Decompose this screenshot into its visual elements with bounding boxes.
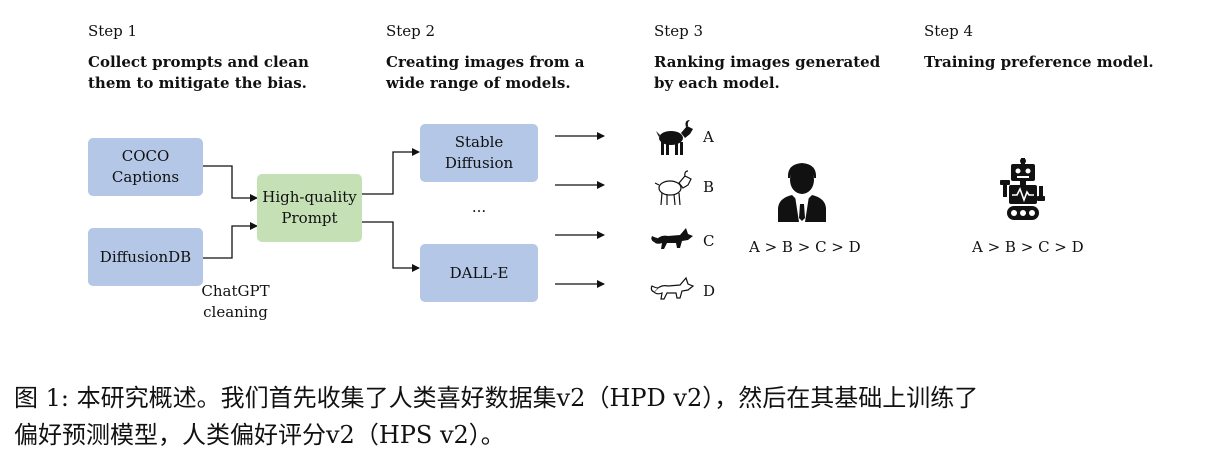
dalle-box: DALL-E [420,244,538,302]
step-1-label: Step 1 [88,22,138,40]
step-1-desc-line-2: them to mitigate the bias. [88,74,307,92]
stable-line-1: Stable [454,133,504,151]
step-4-description: Training preference model. [924,52,1154,73]
prompt-line-1: High-quality [262,188,357,206]
cleaning-line-2: cleaning [203,303,268,321]
stable-diffusion-box: Stable Diffusion [420,124,538,182]
dalle-label: DALL-E [449,263,509,282]
step-4-label: Step 4 [924,22,974,40]
prompt-line-2: Prompt [281,209,338,227]
step-1-description: Collect prompts and clean them to mitiga… [88,52,309,94]
chatgpt-cleaning-label: ChatGPT cleaning [178,281,293,323]
arrow-prompt-to-dalle [362,221,420,272]
diffusiondb-label: DiffusionDB [99,247,192,266]
person-icon [778,163,826,222]
models-ellipsis: ... [471,198,487,216]
coco-captions-box: COCO Captions [88,138,203,196]
image-label-d: D [703,282,716,300]
arrow-coco-to-prompt [203,165,258,202]
step-2-desc-line-2: wide range of models. [386,74,571,92]
step-2-label: Step 2 [386,22,436,40]
figure-caption: 图 1: 本研究概述。我们首先收集了人类喜好数据集v2（HPD v2），然后在其… [14,380,1209,454]
wolf-icon [650,276,695,300]
caption-line-2: 偏好预测模型，人类偏好评分v2（HPS v2）。 [14,421,505,449]
step-2-desc-line-1: Creating images from a [386,53,585,71]
goat-icon [656,120,693,155]
image-label-c: C [703,232,715,250]
step-2-description: Creating images from a wide range of mod… [386,52,585,94]
step-3-label: Step 3 [654,22,704,40]
model-ranking: A > B > C > D [972,238,1084,256]
lamb-icon [654,170,692,206]
arrow-diffusiondb-to-prompt [203,222,258,259]
coco-line-1: COCO [121,147,170,165]
caption-line-1: 图 1: 本研究概述。我们首先收集了人类喜好数据集v2（HPD v2），然后在其… [14,384,979,412]
step-4-desc-line-1: Training preference model. [924,53,1154,71]
human-ranking: A > B > C > D [749,238,861,256]
step-3-desc-line-2: by each model. [654,74,780,92]
high-quality-prompt-box: High-quality Prompt [257,174,362,242]
image-label-a: A [703,128,714,146]
robot-icon [1000,158,1045,220]
image-label-b: B [703,178,715,196]
fox-icon [651,228,693,249]
step-3-desc-line-1: Ranking images generated [654,53,881,71]
diffusiondb-box: DiffusionDB [88,228,203,286]
arrow-prompt-to-stable [362,148,420,195]
coco-line-2: Captions [111,168,180,186]
cleaning-line-1: ChatGPT [201,282,270,300]
step-3-description: Ranking images generated by each model. [654,52,880,94]
step-1-desc-line-1: Collect prompts and clean [88,53,309,71]
stable-line-2: Diffusion [444,154,514,172]
